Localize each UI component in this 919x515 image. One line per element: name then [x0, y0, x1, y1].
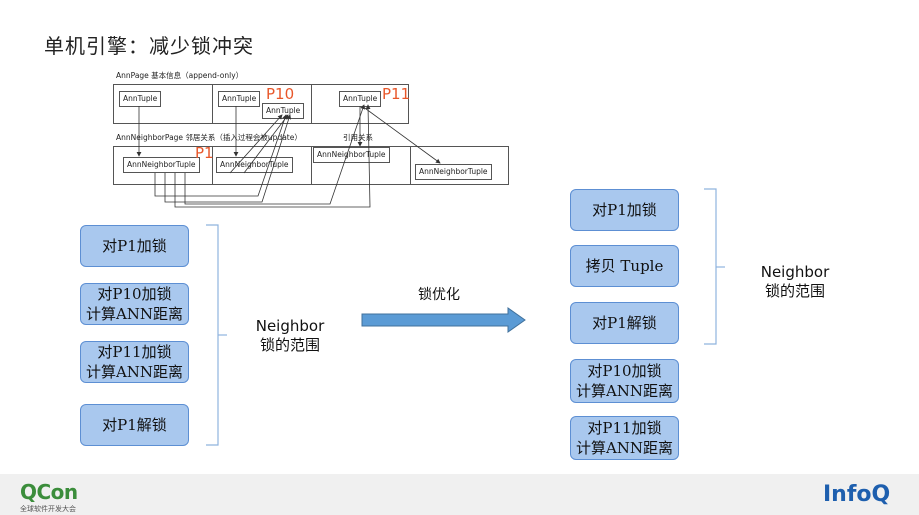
step-text: 对P1解锁	[102, 416, 167, 434]
left-step-lock-p11: 对P11加锁 计算ANN距离	[80, 341, 189, 383]
step-text: 对P1解锁	[592, 314, 657, 332]
annpage-caption: AnnPage 基本信息（append-only）	[116, 71, 244, 80]
right-step-lock-p10: 对P10加锁 计算ANN距离	[570, 359, 679, 403]
step-text: 对P1加锁	[102, 237, 167, 255]
step-text: 对P1加锁	[592, 201, 657, 219]
step-text: 计算ANN距离	[85, 363, 184, 381]
reference-arrows	[136, 104, 441, 208]
p10-label: P10	[266, 85, 295, 103]
page-divider	[212, 84, 213, 124]
p1-label: P1	[195, 144, 214, 162]
range-label-line: Neighbor	[255, 317, 325, 335]
right-step-unlock-p1: 对P1解锁	[570, 302, 679, 344]
right-step-lock-p11: 对P11加锁 计算ANN距离	[570, 416, 679, 460]
annneighborpage-caption: AnnNeighborPage 邻居关系（插入过程会被update）	[116, 133, 302, 142]
left-step-lock-p10: 对P10加锁 计算ANN距离	[80, 283, 189, 325]
step-text: 对P11加锁	[587, 419, 662, 437]
left-step-unlock-p1: 对P1解锁	[80, 404, 189, 446]
footer-bar: QCon 全球软件开发大会 InfoQ	[0, 474, 919, 515]
page-structure-diagram: AnnPage 基本信息（append-only） AnnTuple AnnTu…	[0, 0, 919, 215]
step-text: 计算ANN距离	[575, 439, 674, 457]
step-text: 计算ANN距离	[85, 305, 184, 323]
step-text: 对P11加锁	[97, 343, 172, 361]
step-text: 对P10加锁	[97, 285, 172, 303]
neighbor-tuple: AnnNeighborTuple	[216, 157, 293, 173]
neighbor-tuple: AnnNeighborTuple	[415, 164, 492, 180]
step-text: 拷贝 Tuple	[585, 257, 664, 275]
p11-label: P11	[382, 85, 411, 103]
right-step-copy-tuple: 拷贝 Tuple	[570, 245, 679, 287]
qcon-subtitle: 全球软件开发大会	[20, 505, 76, 513]
range-label-line: 锁的范围	[764, 282, 825, 300]
left-range-label: Neighbor 锁的范围	[250, 317, 330, 355]
optimization-arrow	[361, 307, 526, 333]
page-divider	[212, 146, 213, 185]
step-text: 对P10加锁	[587, 362, 662, 380]
left-range-bracket	[206, 224, 227, 446]
left-step-lock-p1: 对P1加锁	[80, 225, 189, 267]
neighbor-tuple: AnnNeighborTuple	[123, 157, 200, 173]
neighbor-tuple: AnnNeighborTuple	[313, 147, 390, 163]
infoq-logo: InfoQ	[823, 482, 891, 507]
qcon-logo: QCon 全球软件开发大会	[20, 480, 78, 514]
range-label-line: Neighbor	[760, 263, 830, 281]
slide-title: 单机引擎：减少锁冲突	[44, 34, 254, 58]
right-range-label: Neighbor 锁的范围	[755, 263, 835, 301]
ann-tuple: AnnTuple	[119, 91, 162, 107]
qcon-wordmark: QCon	[20, 480, 78, 504]
right-range-bracket	[704, 188, 725, 345]
optimization-label: 锁优化	[418, 287, 460, 303]
page-divider	[311, 84, 312, 124]
step-text: 计算ANN距离	[575, 382, 674, 400]
page-divider	[410, 146, 411, 185]
range-label-line: 锁的范围	[259, 336, 320, 354]
right-step-lock-p1: 对P1加锁	[570, 189, 679, 231]
ann-tuple: AnnTuple	[218, 91, 261, 107]
page-divider	[311, 146, 312, 185]
reference-caption: 引用关系	[343, 133, 373, 142]
